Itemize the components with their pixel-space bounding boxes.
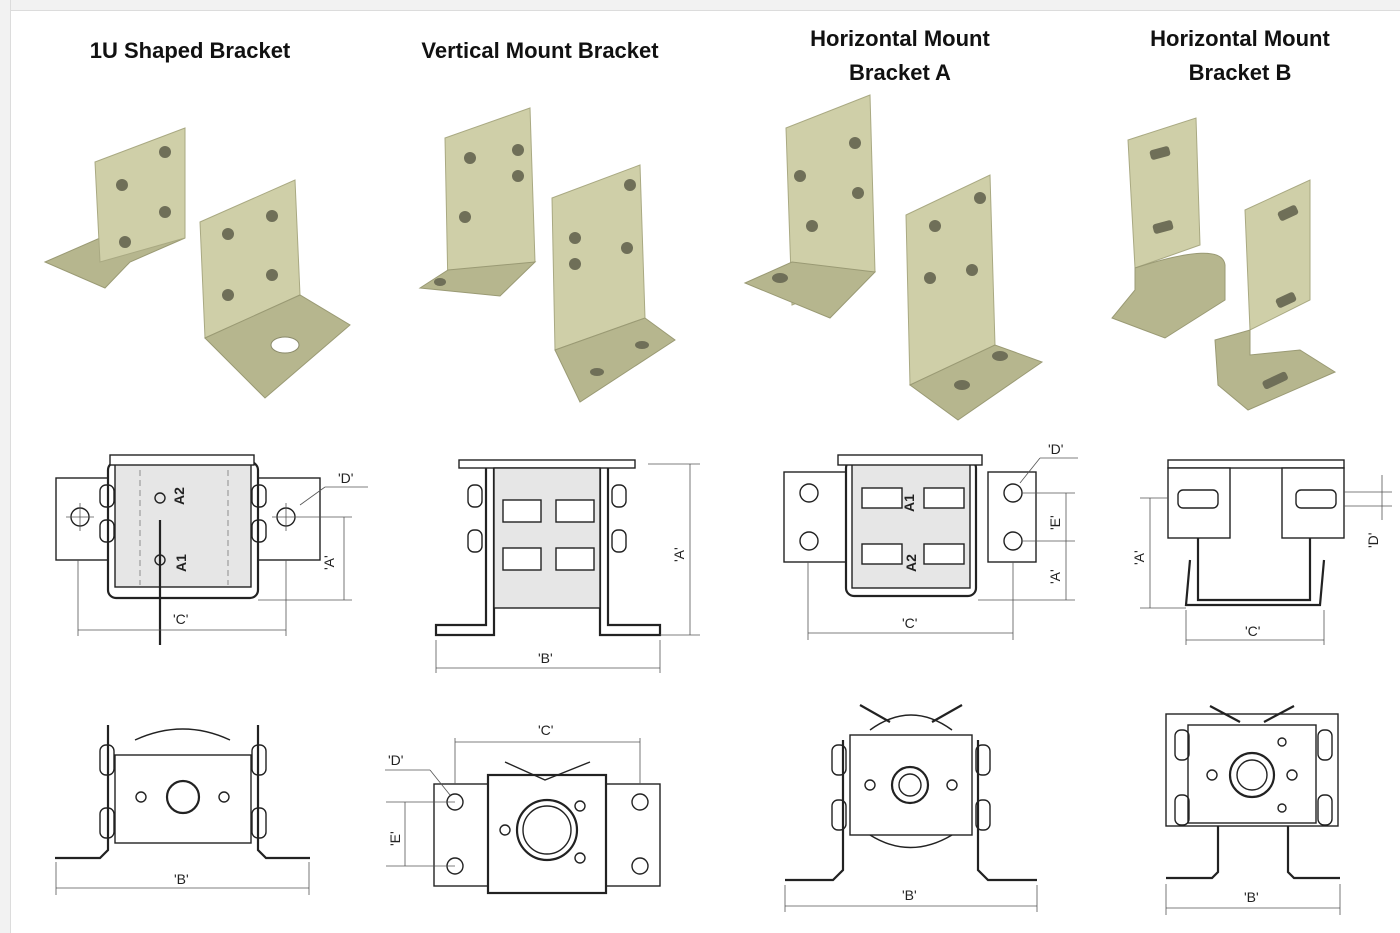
title-horizontal-mount-bracket-a: Horizontal Mount Bracket A xyxy=(810,26,990,85)
svg-text:'A': 'A' xyxy=(1047,569,1063,584)
sheet-border-top xyxy=(0,0,1400,11)
svg-text:'E': 'E' xyxy=(1047,515,1063,530)
render-vertical-bracket-pair xyxy=(418,107,676,403)
svg-text:'D': 'D' xyxy=(1048,441,1063,457)
svg-text:'B': 'B' xyxy=(174,871,189,887)
svg-text:'C': 'C' xyxy=(173,611,188,627)
drawing-1u-front: A2 A1 'C' 'A' 'D' xyxy=(55,454,368,645)
svg-text:'A': 'A' xyxy=(671,547,687,562)
sheet-border-left xyxy=(0,0,11,933)
title-vertical-mount-bracket: Vertical Mount Bracket xyxy=(421,38,659,63)
render-horizontal-bracket-b-pair xyxy=(1111,117,1337,411)
title-horizontal-mount-bracket-b: Horizontal Mount Bracket B xyxy=(1150,26,1330,85)
svg-text:A2: A2 xyxy=(171,487,187,505)
drawing-horizontal-a-side: 'B' xyxy=(784,704,1038,912)
drawing-horizontal-b-front: 'A' 'C' 'D' xyxy=(1131,459,1392,645)
svg-text:A1: A1 xyxy=(173,554,189,572)
drawing-vertical-front: 'B' 'A' xyxy=(434,459,700,673)
svg-text:'B': 'B' xyxy=(902,887,917,903)
render-1u-bracket-pair xyxy=(43,127,351,399)
svg-text:'B': 'B' xyxy=(1244,889,1259,905)
svg-text:A2: A2 xyxy=(903,554,919,572)
svg-text:'D': 'D' xyxy=(388,752,403,768)
svg-text:'B': 'B' xyxy=(538,650,553,666)
svg-text:'D': 'D' xyxy=(338,470,353,486)
svg-text:'D': 'D' xyxy=(1365,533,1381,548)
svg-text:'A': 'A' xyxy=(321,555,337,570)
svg-text:'C': 'C' xyxy=(1245,623,1260,639)
title-1u-shaped-bracket: 1U Shaped Bracket xyxy=(89,38,291,63)
svg-text:'A': 'A' xyxy=(1131,550,1147,565)
drawing-1u-side: 'B' xyxy=(55,725,310,895)
svg-text:'E': 'E' xyxy=(387,831,403,846)
svg-text:'C': 'C' xyxy=(538,722,553,738)
drawing-vertical-side: 'C' 'E' 'D' xyxy=(385,722,661,895)
drawing-horizontal-b-side: 'B' xyxy=(1165,705,1341,915)
svg-text:A1: A1 xyxy=(901,494,917,512)
svg-text:'C': 'C' xyxy=(902,615,917,631)
render-horizontal-bracket-a-pair xyxy=(743,94,1044,421)
drawing-horizontal-a-front: A1 A2 'C' 'E' 'A' 'D' xyxy=(783,441,1078,640)
